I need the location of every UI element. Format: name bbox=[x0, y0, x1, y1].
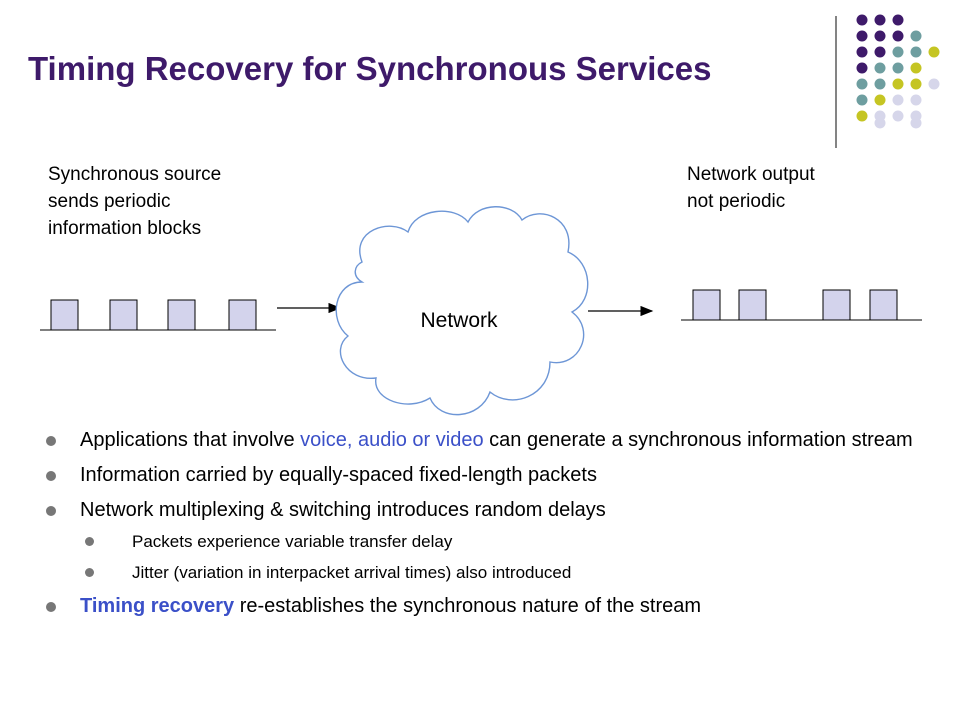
timing-diagram: Network bbox=[40, 206, 922, 416]
sub-bullet-variable-delay: Packets experience variable transfer del… bbox=[46, 531, 946, 553]
bullet-random-delays: Network multiplexing & switching introdu… bbox=[46, 498, 946, 523]
source-label: Synchronous source sends periodic inform… bbox=[48, 161, 221, 242]
bullet-applications-text-start: Applications that involve bbox=[80, 429, 301, 451]
output-label-line-2: not periodic bbox=[687, 191, 786, 212]
output-packet-1 bbox=[692, 289, 721, 321]
bullet-applications-highlight: voice, audio or video bbox=[300, 429, 484, 451]
bullet-timing-recovery: Timing recovery re-establishes the synch… bbox=[46, 594, 946, 619]
source-packet-4 bbox=[228, 299, 257, 331]
bullet-applications-text-end: can generate a synchronous information s… bbox=[483, 429, 913, 451]
output-label-line-1: Network output bbox=[687, 164, 815, 185]
source-packet-3 bbox=[167, 299, 196, 331]
output-packet-3 bbox=[822, 289, 851, 321]
source-label-line-1: Synchronous source bbox=[48, 164, 222, 185]
bullet-applications: Applications that involve voice, audio o… bbox=[46, 428, 946, 453]
source-packet-stream bbox=[40, 299, 276, 331]
network-cloud-label: Network bbox=[420, 309, 498, 332]
source-label-line-2: sends periodic bbox=[48, 191, 171, 212]
output-packet-2 bbox=[738, 289, 767, 321]
bullet-equally-spaced: Information carried by equally-spaced fi… bbox=[46, 463, 946, 488]
output-packet-4 bbox=[869, 289, 898, 321]
bullet-timing-recovery-text: re-establishes the synchronous nature of… bbox=[234, 595, 702, 617]
network-cloud bbox=[335, 206, 589, 416]
source-packet-1 bbox=[50, 299, 79, 331]
source-label-line-3: information blocks bbox=[48, 218, 202, 239]
sub-bullet-jitter: Jitter (variation in interpacket arrival… bbox=[46, 562, 946, 584]
bullet-timing-recovery-highlight: Timing recovery bbox=[80, 595, 235, 617]
output-packet-stream bbox=[681, 289, 922, 321]
source-packet-2 bbox=[109, 299, 138, 331]
slide-title: Timing Recovery for Synchronous Services bbox=[28, 50, 712, 87]
bullet-list: Applications that involve voice, audio o… bbox=[46, 428, 946, 629]
output-label: Network output not periodic bbox=[687, 161, 815, 215]
